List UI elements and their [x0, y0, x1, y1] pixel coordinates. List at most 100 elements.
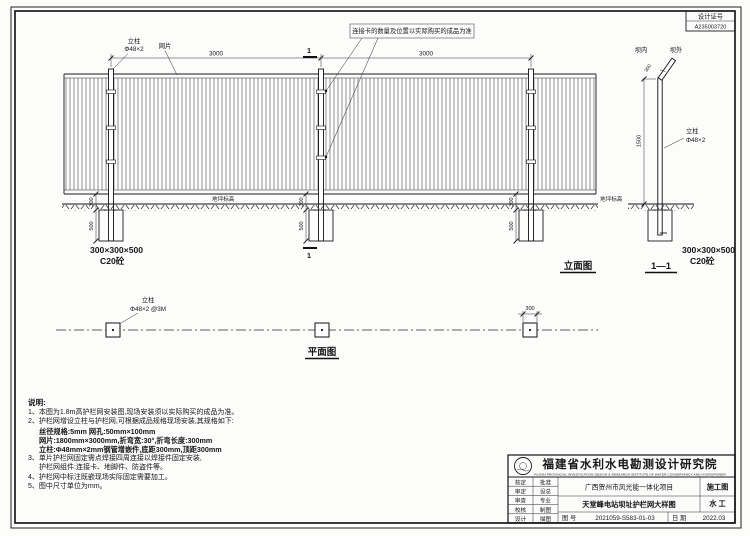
ground-hatch — [62, 205, 598, 211]
post-label: 立柱 — [686, 126, 699, 135]
title-block-grid — [507, 454, 736, 524]
role-label: 核定 — [515, 478, 527, 486]
dim-300: 300 — [509, 197, 515, 206]
role-label: 设计 — [515, 515, 527, 523]
plan-post-1 — [105, 322, 121, 338]
notes-block: 说明: 1、本图为1.8m高护栏网安装图,现场安装须以实际购买的成品为准。 2、… — [28, 398, 348, 491]
connector-clip — [316, 89, 326, 94]
plan-post-callout: 立柱 Φ48×2 @3M — [120, 295, 166, 324]
post-label: 立柱 — [128, 36, 141, 45]
drawing-title: 天堂峰电站坝址护栏网大样图 — [582, 500, 675, 509]
connector-clip — [106, 125, 116, 130]
dim-300: 300 — [525, 306, 534, 312]
outer-side-label: 坝外 — [670, 45, 683, 54]
footing-dimensions: 300 500 300 500 300 500 — [89, 191, 519, 244]
plan-post-dimension: 300 — [518, 306, 542, 322]
span-dim-1: 3000 — [209, 51, 224, 58]
dim-300: 300 — [89, 197, 95, 206]
note-line: 护栏网组件:连接卡、地脚件、防盗件等。 — [39, 464, 167, 472]
mesh-callout: 网片 — [159, 41, 178, 76]
note-line: 立柱:Φ48mm×2mm钢管增嵌件,底距300mm,顶距300mm — [39, 445, 222, 455]
plan-title: 平面图 — [308, 347, 337, 358]
ground-level-label: 地坪标高 — [212, 195, 235, 203]
figure-number: 2021059-S583-01-03 — [595, 515, 655, 522]
post-label: 立柱 — [142, 295, 155, 304]
ground-hatch — [628, 205, 694, 211]
note-line: 4、护栏网中标注既嵌现场实际固定需要加工。 — [28, 473, 172, 481]
connector-clip — [526, 125, 536, 130]
section-mark-top: 1 — [307, 46, 311, 55]
note-line: 2、护栏网增设立柱与护栏网,可根据成品规格现场安装,其规格如下: — [28, 418, 234, 426]
plan-post-2 — [314, 322, 330, 338]
design-cert-label: 设计证号 — [698, 12, 723, 21]
dim-500: 500 — [509, 221, 515, 230]
institute-name: 福建省水利水电勘测设计研究院 — [542, 457, 718, 471]
connector-clip — [106, 159, 116, 164]
figure-number-label: 图 号 — [562, 514, 576, 522]
sheet-border — [10, 6, 742, 529]
span-dim-2: 3000 — [419, 51, 434, 58]
role-label: 审定 — [515, 488, 527, 496]
plan-view: 立柱 Φ48×2 @3M 300 平面图 — [56, 295, 598, 360]
footing-material: C20砼 — [100, 255, 125, 266]
notes-heading: 说明: — [28, 398, 46, 407]
connector-clip — [106, 89, 116, 94]
section-mark-bottom: 1 — [307, 251, 311, 260]
plan-post-3 — [522, 322, 538, 338]
elevation-title: 立面图 — [564, 260, 593, 272]
mesh-label: 网片 — [159, 41, 172, 50]
post-spec: Φ48×2 — [686, 137, 706, 144]
section-post — [657, 77, 663, 236]
elevation-view: 地坪标高 3000 3000 1 1 立柱 Φ48×2 网片 — [62, 23, 598, 274]
note-line: 3、单片护栏网固定需点焊接四周连接以焊接件固定安装, — [28, 455, 202, 463]
project-name: 广西贺州市风光能一体化项目 — [585, 483, 673, 492]
footing-size: 300×300×500 — [90, 245, 143, 255]
role-label: 制图 — [540, 506, 552, 514]
connector-note: 连接卡的数量及位置以实际购买的成品为准 — [324, 23, 475, 159]
section-title: 1—1 — [651, 261, 672, 272]
connector-clip — [526, 89, 536, 94]
fence-mesh — [63, 73, 597, 195]
arm-dim: 300 — [643, 63, 653, 73]
span-dimension: 3000 3000 — [108, 51, 534, 67]
role-label: 设总 — [540, 488, 552, 496]
dim-300: 300 — [299, 197, 305, 206]
arm-angle-arc — [659, 69, 666, 73]
role-label: 批准 — [540, 478, 552, 486]
institute-name-en: FUJIAN PROVINCIAL INVESTIGATION DESIGN &… — [534, 473, 726, 477]
note-line: 5、图中尺寸单位为mm。 — [28, 482, 107, 490]
ground-line — [62, 203, 598, 211]
height-dim: 1500 — [637, 135, 643, 147]
connector-clip — [526, 159, 536, 164]
ground-level-label: 地坪标高 — [600, 195, 623, 203]
note-line: 网片:1800mm×3000mm,折弯宽:30°,折弯长度:300mm — [39, 435, 213, 445]
post-spec: Φ48×2 — [124, 46, 144, 53]
section-post-callout: 立柱 Φ48×2 — [663, 126, 706, 149]
role-label: 审查 — [515, 497, 527, 505]
stage-label: 施工图 — [707, 483, 729, 492]
footing — [647, 209, 673, 242]
note-line: 1、本图为1.8m高护栏网安装图,现场安装须以实际购买的成品为准。 — [28, 409, 239, 417]
dim-500: 500 — [89, 221, 95, 230]
height-dimension: 1500 — [637, 76, 656, 207]
institute-logo — [514, 457, 532, 475]
section-view: 坝内 坝外 300 1500 立柱 Φ48×2 地坪标高 300×300×50 — [600, 45, 735, 274]
footing-material: C20砼 — [690, 255, 715, 266]
date-value: 2022.03 — [703, 515, 726, 522]
role-label: 校核 — [515, 506, 527, 514]
connector-clip — [316, 125, 326, 130]
dim-500: 500 — [299, 221, 305, 230]
connector-clip — [316, 155, 326, 160]
inner-side-label: 坝内 — [635, 45, 648, 54]
title-block: 福建省水利水电勘测设计研究院 FUJIAN PROVINCIAL INVESTI… — [507, 454, 736, 524]
design-cert-number: A235003720 — [695, 25, 727, 31]
section-cut-marks: 1 1 — [303, 46, 317, 260]
design-cert-box: 设计证号 A235003720 — [685, 10, 736, 32]
note-line: 丝径规格:5mm 网孔:50mm×100mm — [39, 426, 156, 436]
date-label: 日 期 — [672, 514, 686, 522]
role-label: 描图 — [540, 515, 552, 523]
section-post-arm — [657, 57, 677, 81]
role-labels-col1: 核定 审定 审查 校核 设计 — [515, 478, 527, 523]
